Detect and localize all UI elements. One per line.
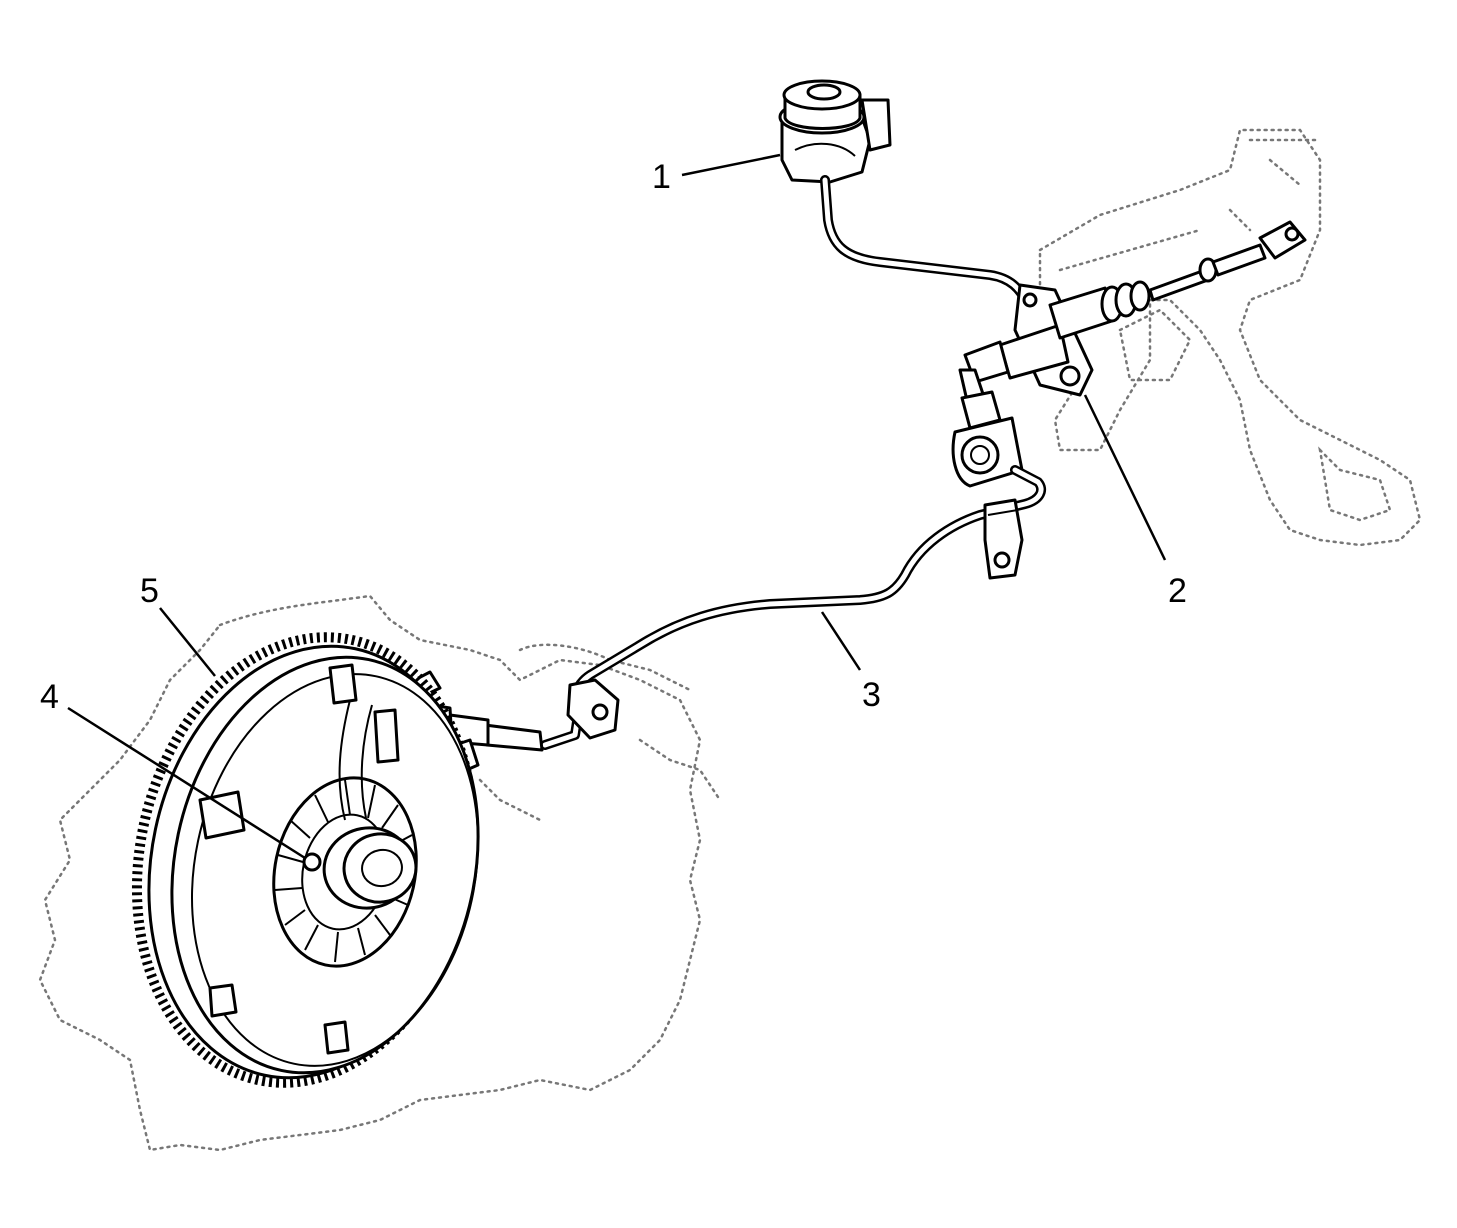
leader-5 (159, 607, 216, 677)
pipe-clip-lower (566, 678, 620, 740)
clutch-actuator-pipe (540, 465, 1047, 750)
callout-leaders (67, 153, 1167, 860)
ghost-pedal-bracket-outline (1038, 128, 1422, 547)
pipe-clip-upper (983, 498, 1024, 580)
reservoir-feed-hose (820, 175, 1033, 310)
callout-3: 3 (862, 676, 881, 714)
quick-connect-fitting (951, 390, 1024, 488)
callout-4: 4 (40, 678, 59, 716)
callout-2: 2 (1168, 572, 1187, 610)
leader-3 (820, 611, 862, 671)
leader-1 (681, 153, 781, 177)
clutch-master-cylinder (958, 220, 1307, 407)
concentric-slave-cylinder (302, 699, 418, 910)
leader-2 (1083, 394, 1167, 561)
callout-1: 1 (652, 158, 671, 196)
callout-labels: 1 2 3 4 5 (40, 158, 1187, 716)
callout-5: 5 (140, 572, 159, 610)
leader-4 (67, 706, 306, 860)
clutch-fluid-reservoir (778, 79, 892, 184)
